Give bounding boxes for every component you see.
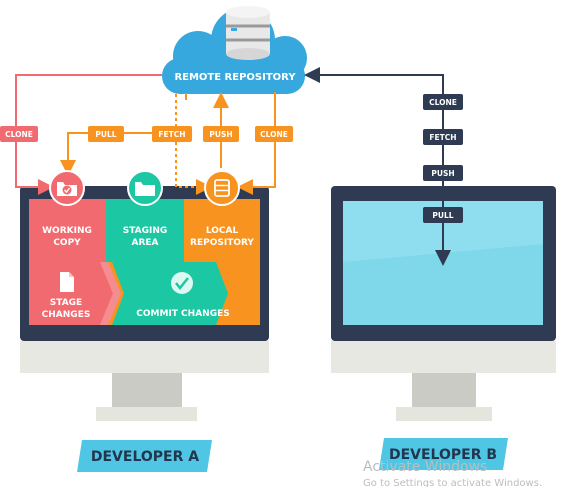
clone-right-line [237, 92, 276, 195]
stage-changes-line2: CHANGES [42, 310, 91, 320]
local-database-icon [204, 170, 240, 206]
local-repository-line1: LOCAL [206, 226, 239, 236]
watermark-line1: Activate Windows [363, 459, 487, 475]
developer-b-up-line [304, 67, 444, 250]
tag-push-left-text: PUSH [209, 130, 232, 139]
remote-repository-label: REMOTE REPOSITORY [174, 72, 296, 83]
local-repository-line2: REPOSITORY [190, 238, 254, 248]
stage-changes-line1: STAGE [50, 298, 82, 308]
commit-changes-label: COMMIT CHANGES [136, 309, 229, 319]
working-copy-line1: WORKING [42, 226, 92, 236]
tag-push-b-text: PUSH [431, 169, 454, 178]
tag-pull: PULL [88, 126, 124, 142]
developer-a-banner: DEVELOPER A [77, 440, 212, 472]
commit-changes-band: COMMIT CHANGES [112, 262, 260, 325]
file-icon [60, 272, 74, 292]
tag-clone-b-text: CLONE [429, 98, 457, 107]
folder-check-icon [49, 170, 85, 206]
developer-b-label: DEVELOPER B [389, 447, 497, 463]
tag-fetch-b-text: FETCH [429, 133, 456, 142]
tag-push-b: PUSH [423, 165, 463, 181]
tag-pull-b-text: PULL [432, 211, 453, 220]
tag-pull-text: PULL [95, 130, 116, 139]
tag-push-left: PUSH [203, 126, 239, 142]
database-icon [226, 6, 270, 60]
check-circle-icon [171, 272, 193, 294]
staging-area-line2: AREA [131, 238, 158, 248]
staging-area-panel: STAGING AREA [106, 199, 184, 262]
tag-fetch: FETCH [152, 126, 192, 142]
fetch-line [175, 94, 212, 195]
watermark-line2: Go to Settings to activate Windows. [363, 478, 542, 487]
stage-changes-band: STAGE CHANGES [29, 262, 121, 325]
working-copy-panel: WORKING COPY [29, 199, 106, 262]
developer-a-label: DEVELOPER A [91, 449, 199, 465]
folder-icon [127, 170, 163, 206]
tag-pull-b: PULL [423, 207, 463, 223]
tag-clone-right: CLONE [255, 126, 293, 142]
tag-fetch-text: FETCH [158, 130, 185, 139]
tag-clone-left-text: CLONE [5, 130, 33, 139]
local-repository-panel: LOCAL REPOSITORY [184, 199, 260, 262]
tag-clone-b: CLONE [423, 94, 463, 110]
working-copy-line2: COPY [53, 238, 81, 248]
staging-area-line1: STAGING [123, 226, 168, 236]
tag-clone-right-text: CLONE [260, 130, 288, 139]
tag-clone-left: CLONE [0, 126, 38, 142]
tag-fetch-b: FETCH [423, 129, 463, 145]
pull-line [68, 93, 187, 168]
developer-b-banner: DEVELOPER B [379, 438, 508, 470]
